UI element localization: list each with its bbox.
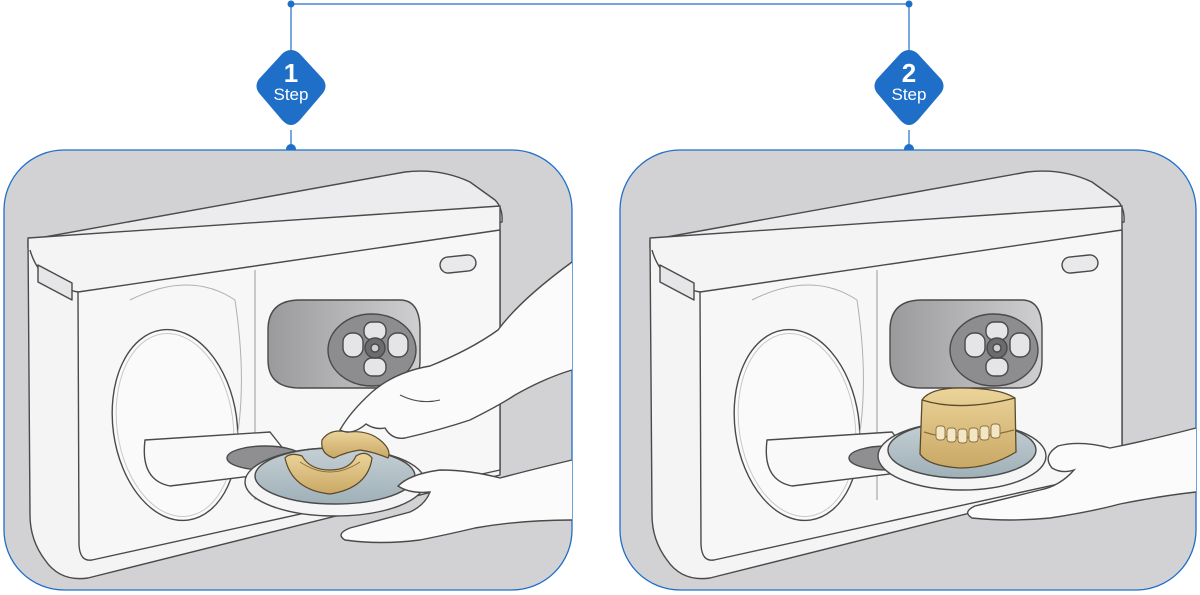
step-2-panel [619,149,1197,591]
connector-dots [286,0,914,154]
step-1-upper-arch-model [284,452,373,495]
step-2-occluded-model [919,387,1017,469]
step-1-number: 1 [283,58,299,88]
step-1-badge: 1 Step [261,60,321,104]
step-2-number: 2 [901,58,917,88]
step-2-badge: 2 Step [879,60,939,104]
step-1-lower-hand [340,459,573,544]
step-2-label: Step [891,85,927,104]
connector-line [290,3,910,148]
step-1-upper-hand [339,261,573,439]
step-2-hand [967,427,1197,521]
step-1-badge-diamond [256,50,326,125]
step-1-panel [3,149,573,591]
step-2-badge-diamond [874,50,944,125]
step-1-label: Step [273,85,309,104]
